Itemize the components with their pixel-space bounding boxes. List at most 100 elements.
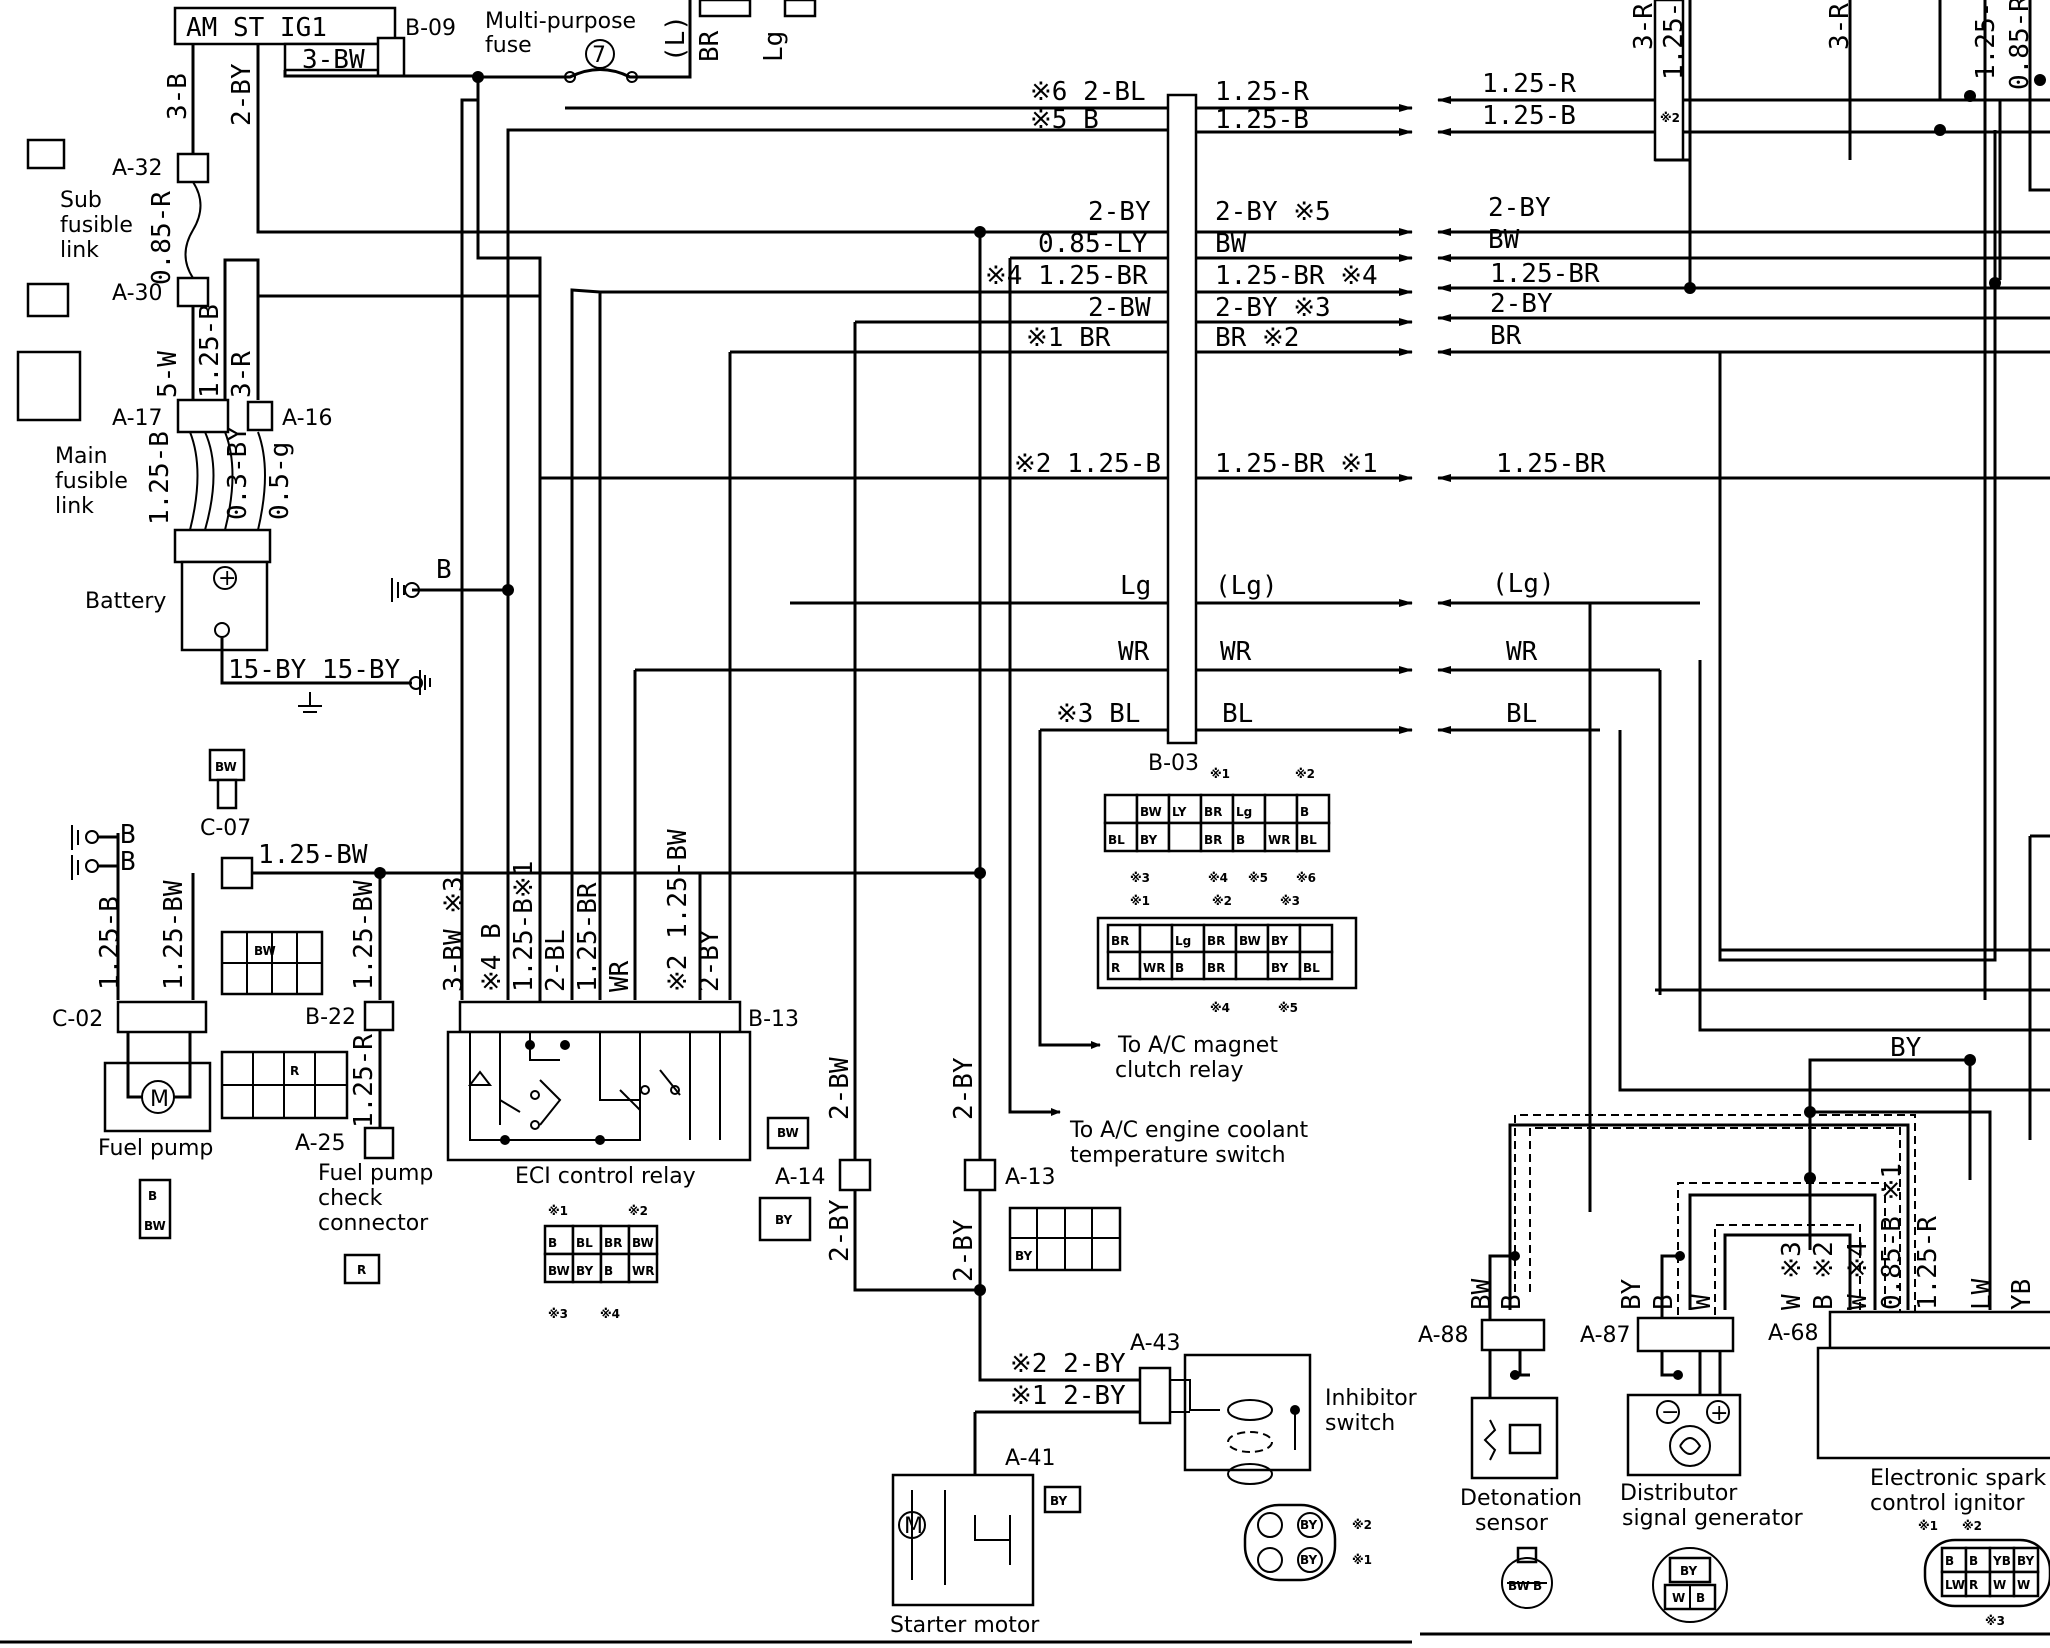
- main-fusible-connector-a17: A-17: [112, 406, 163, 431]
- fuel-pump-wire-1: 1.25-B: [95, 896, 125, 990]
- b03-lower-pin-label: BY: [1271, 961, 1288, 975]
- b03-upper-pin-label: B: [1236, 833, 1245, 847]
- harness-far-1: 1.25-R: [1482, 69, 1576, 99]
- eci-wire-7: ※2 1.25-BW: [663, 829, 693, 992]
- c07-pin: BW: [254, 944, 276, 958]
- battery: + Battery 15-BY 15-BY: [85, 528, 431, 713]
- harness-far-6: 2-BY: [1490, 289, 1553, 319]
- fuel-pump-circuit: BW C-07 1.25-BW B B 1.25-B 1.25-BW C-02 …: [52, 748, 980, 1285]
- ignitor-pin-label: W: [1993, 1578, 2006, 1592]
- harness-right-1: 1.25-R: [1215, 77, 1309, 107]
- b03-harness-trunk: [1166, 93, 1198, 745]
- harness-right-3: 2-BY ※5: [1215, 197, 1331, 227]
- eci-mark-1: ※1: [548, 1204, 568, 1218]
- ignitor-pin-label: BY: [2017, 1554, 2034, 1568]
- harness-far-9: (Lg): [1492, 569, 1555, 599]
- harness-far-5: 1.25-BR: [1490, 259, 1600, 289]
- inhibitor-line1: Inhibitor: [1325, 1386, 1418, 1411]
- b03-upper-bmark-2: ※4: [1208, 871, 1228, 885]
- eci-pin-label: BR: [604, 1236, 622, 1250]
- ignitor-pin-label: W: [2017, 1578, 2030, 1592]
- detonation-line1: Detonation: [1460, 1486, 1582, 1511]
- check-connector-line3: connector: [318, 1211, 429, 1236]
- distributor-pin-2: W: [1672, 1591, 1685, 1605]
- a68-label: A-68: [1768, 1321, 1819, 1346]
- b03-lower-pin-label: BY: [1271, 934, 1288, 948]
- battery-ground-wire: 15-BY 15-BY: [228, 655, 401, 685]
- b03-lower-mark-3: ※3: [1280, 894, 1300, 908]
- harness-left-4: 0.85-LY: [1038, 229, 1148, 259]
- detonation-wire-2: B: [1497, 1294, 1527, 1310]
- eci-mark-4: ※4: [600, 1307, 620, 1321]
- distributor-wire-1: BY: [1617, 1278, 1647, 1310]
- sub-fusible-line3: link: [60, 238, 99, 263]
- multi-purpose-fuse: Multi-purpose fuse 7 (L): [480, 0, 692, 83]
- inhibitor-pin-2: BY: [1300, 1553, 1317, 1567]
- b03-lower-bmark-1: ※4: [1210, 1001, 1230, 1015]
- a88-label: A-88: [1418, 1323, 1469, 1348]
- a14-pin-2: BY: [775, 1213, 792, 1227]
- ignitor-wire-5: 1.25-R: [1913, 1216, 1943, 1310]
- b03-upper-pin-label: WR: [1268, 833, 1290, 847]
- ignitor-mark-2: ※2: [1962, 1519, 1982, 1533]
- sub-fusible-bottom-connector: A-30: [112, 281, 163, 306]
- sub-fusible-top-connector: A-32: [112, 156, 163, 181]
- b22-wire-1: 1.25-BW: [349, 880, 379, 990]
- eci-wire-6: WR: [605, 960, 635, 992]
- distributor-wire-3: W: [1687, 1294, 1717, 1310]
- ground-c-b1: B: [120, 820, 136, 850]
- ignitor-wire-1: W ※3: [1777, 1241, 1807, 1310]
- harness-left-3: 2-BY: [1088, 197, 1151, 227]
- b03-lower-pin-label: BL: [1303, 961, 1320, 975]
- b03-upper-bmark-4: ※6: [1296, 871, 1316, 885]
- starter-pin: BY: [1050, 1494, 1067, 1508]
- harness-left-2: ※5 B: [1030, 105, 1099, 135]
- left-wire-125b: 1.25-B: [195, 304, 225, 398]
- svg-text:M: M: [904, 1514, 923, 1539]
- distributor-pin-3: B: [1696, 1591, 1705, 1605]
- right-mark: ※2: [1660, 111, 1680, 125]
- b03-lower-bmark-2: ※5: [1278, 1001, 1298, 1015]
- b03-lower-mark-2: ※2: [1212, 894, 1232, 908]
- b03-lower-mark-1: ※1: [1130, 894, 1150, 908]
- ac-coolant-line1: To A/C engine coolant: [1069, 1118, 1309, 1143]
- harness-left-1: ※6 2-BL: [1030, 77, 1146, 107]
- distributor-line1: Distributor: [1620, 1481, 1738, 1506]
- ignitor-pin-label: B: [1945, 1554, 1954, 1568]
- ignitor-mark-1: ※1: [1918, 1519, 1938, 1533]
- ignitor-cell: [1988, 1570, 2016, 1598]
- b03-upper-pin-label: BL: [1300, 833, 1317, 847]
- inhibitor-mark-1: ※2: [1352, 1518, 1372, 1532]
- b03-lower-cell: [1138, 950, 1174, 981]
- harness-right-2: 1.25-B: [1215, 105, 1309, 135]
- ignitor-mark-3: ※3: [1985, 1614, 2005, 1628]
- harness-far-7: BR: [1490, 321, 1522, 351]
- a13-label: A-13: [1005, 1165, 1056, 1190]
- b03-upper-pin-label: BR: [1204, 833, 1222, 847]
- harness-far-2: 1.25-B: [1482, 101, 1576, 131]
- right-wire-2: 1.25-L: [1659, 0, 1689, 80]
- b13-label: B-13: [748, 1007, 799, 1032]
- inhibitor-wire-1: ※2 2-BY: [1010, 1349, 1126, 1379]
- harness-left-8: ※2 1.25-B: [1014, 449, 1161, 479]
- fuel-pump-label: Fuel pump: [98, 1136, 213, 1161]
- harness-right-9: (Lg): [1215, 571, 1278, 601]
- harness-left-7: ※1 BR: [1026, 323, 1111, 353]
- b03-lower-pin-label: BW: [1239, 934, 1261, 948]
- main-fusible-line2: fusible: [55, 469, 128, 494]
- harness-far-8: 1.25-BR: [1496, 449, 1606, 479]
- harness-right-6: 2-BY ※3: [1215, 293, 1331, 323]
- b03-lower-pin-label: R: [1111, 961, 1120, 975]
- c07-label: C-07: [200, 816, 251, 841]
- b03-upper-cell: [1135, 793, 1171, 825]
- fuel-pump-pin-bw: BW: [144, 1219, 166, 1233]
- ignitor-cell: [2012, 1546, 2040, 1574]
- sub-fusible-wire: 0.85-R: [147, 191, 177, 285]
- b03-upper-cell: [1103, 793, 1139, 825]
- harness-left-9: Lg: [1120, 571, 1151, 601]
- b03-upper-mark-1: ※1: [1210, 767, 1230, 781]
- a43-label: A-43: [1130, 1331, 1181, 1356]
- eci-wire-5: 1.25-BR: [573, 882, 603, 992]
